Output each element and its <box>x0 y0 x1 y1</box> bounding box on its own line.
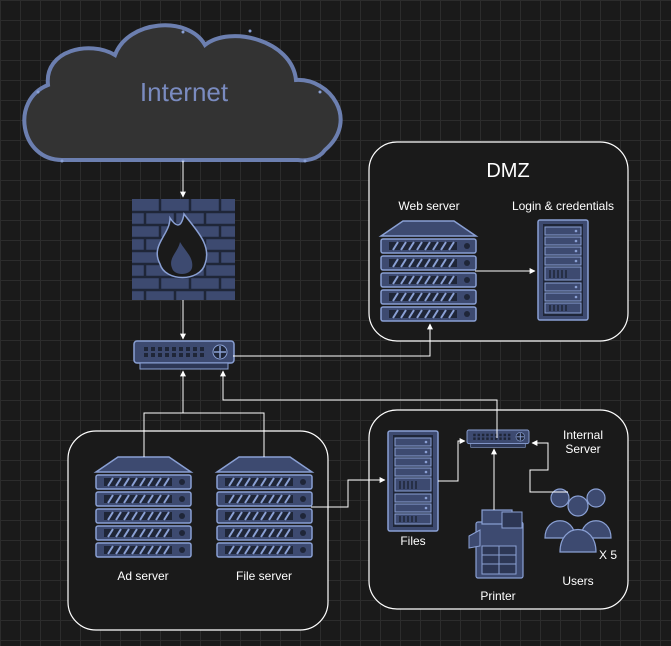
internal-title-line1: Internal <box>562 428 604 442</box>
files-storage-icon <box>387 430 439 532</box>
files-label: Files <box>400 534 426 548</box>
internal-server-title: Internal Server <box>563 428 603 456</box>
internal-title-line2: Server <box>565 442 601 456</box>
internet-label: Internet <box>139 77 229 107</box>
web-server-label: Web server <box>398 199 460 213</box>
users-icon <box>544 488 612 553</box>
users-multiplier: X 5 <box>599 548 618 562</box>
printer-icon <box>468 509 524 579</box>
cloud-connection-points <box>36 29 322 163</box>
login-credentials-label: Login & credentials <box>511 199 615 213</box>
dmz-title: DMZ <box>486 160 530 182</box>
internet-cloud <box>22 23 343 163</box>
file-server-label: File server <box>235 569 293 583</box>
users-label: Users <box>562 574 594 588</box>
firewall-icon <box>132 199 235 300</box>
connectors <box>143 161 568 510</box>
printer-label: Printer <box>480 589 516 603</box>
internal-switch-icon <box>466 429 530 448</box>
main-router-icon <box>133 340 235 370</box>
login-credentials-server-icon <box>537 219 589 321</box>
ad-server-label: Ad server <box>117 569 169 583</box>
